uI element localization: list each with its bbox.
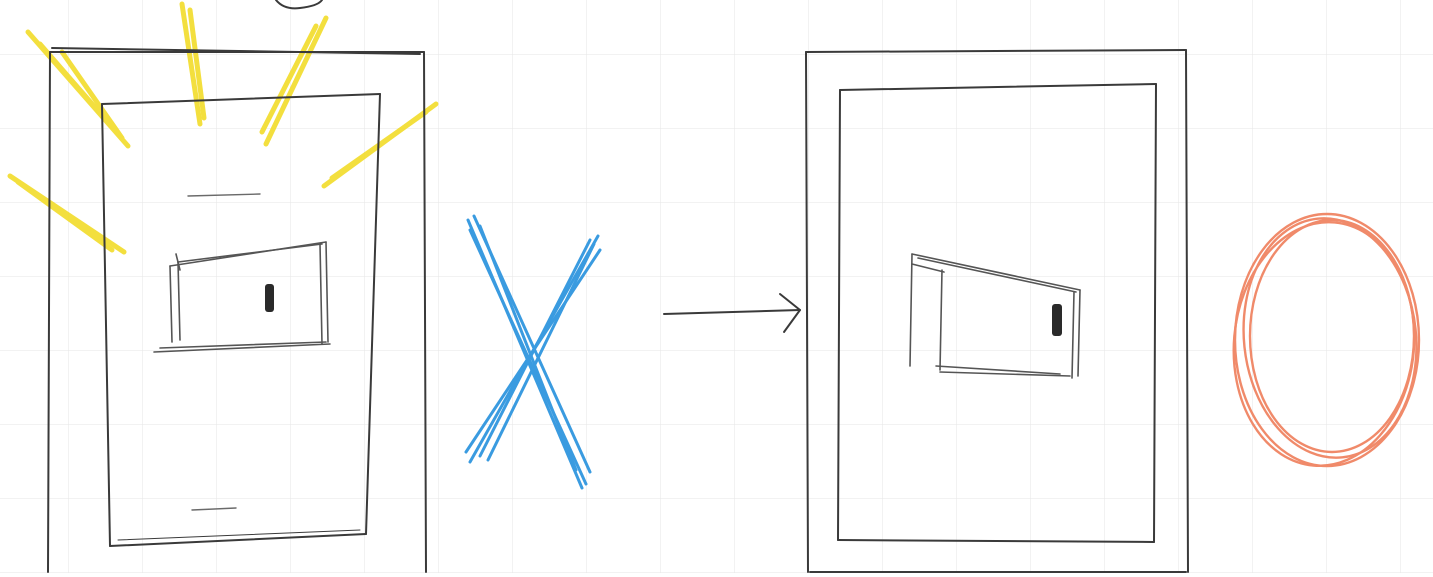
- box-slot: [1052, 304, 1062, 336]
- box-slot: [265, 284, 274, 312]
